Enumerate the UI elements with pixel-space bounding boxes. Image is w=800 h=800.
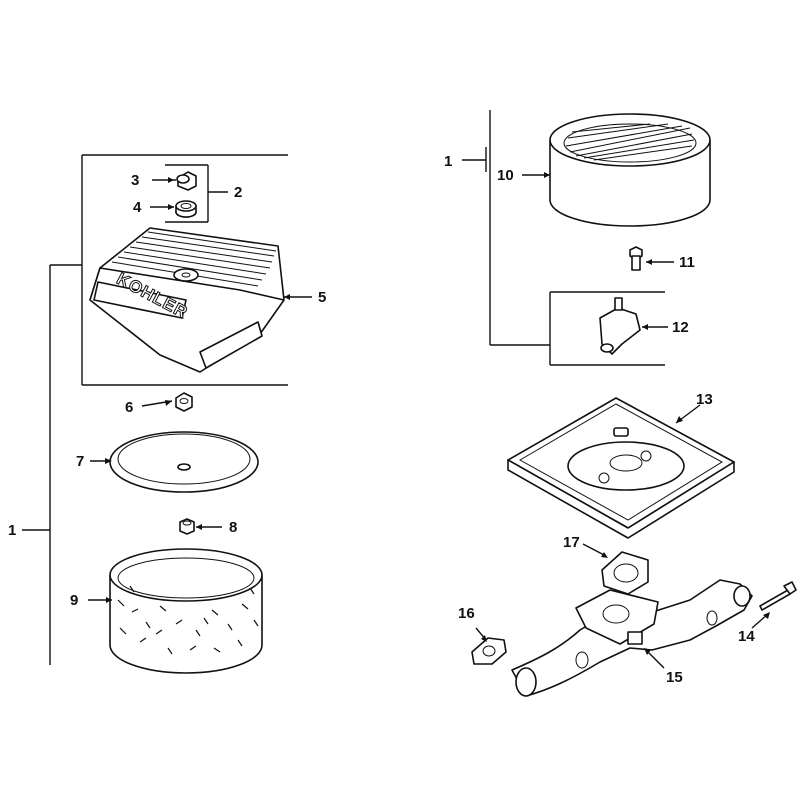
callout-6: 6 bbox=[125, 399, 133, 416]
part-7-cover-plate bbox=[90, 431, 259, 493]
callout-17: 17 bbox=[563, 534, 580, 551]
part-12-bracket bbox=[599, 297, 668, 355]
callout-12: 12 bbox=[672, 319, 689, 336]
part-15-intake-manifold bbox=[511, 579, 753, 697]
callout-13: 13 bbox=[696, 391, 713, 408]
left-assembly-bracket bbox=[22, 154, 288, 665]
callout-4: 4 bbox=[133, 199, 142, 216]
right-assembly-bracket bbox=[462, 110, 665, 366]
callout-2: 2 bbox=[234, 184, 242, 201]
callout-3: 3 bbox=[131, 172, 139, 189]
part-16-gasket bbox=[471, 627, 507, 665]
part-17-gasket bbox=[582, 543, 649, 595]
callout-1-right: 1 bbox=[444, 153, 452, 170]
callout-11: 11 bbox=[679, 254, 695, 271]
callout-15: 15 bbox=[666, 669, 683, 686]
callout-labels: 1 2 3 4 5 6 7 8 9 1 10 11 12 13 14 15 16… bbox=[8, 153, 755, 686]
part-5-air-cleaner-cover: KOHLER bbox=[89, 227, 312, 373]
part-3-elbow-fitting bbox=[152, 171, 197, 191]
callout-8: 8 bbox=[229, 519, 237, 536]
part-6-wing-nut bbox=[141, 392, 193, 412]
part-14-bolt bbox=[751, 581, 797, 629]
pleat-lines bbox=[565, 123, 695, 161]
callout-14: 14 bbox=[738, 628, 755, 645]
callout-16: 16 bbox=[458, 605, 475, 622]
callout-7: 7 bbox=[76, 453, 84, 470]
callout-1-left: 1 bbox=[8, 522, 16, 539]
part-11-bolt bbox=[629, 246, 674, 271]
cover-ribs bbox=[111, 231, 277, 287]
part-9-foam-precleaner bbox=[88, 548, 263, 674]
part-13-air-cleaner-base bbox=[507, 397, 735, 539]
callout-5: 5 bbox=[318, 289, 326, 306]
part-8-nut bbox=[179, 518, 222, 535]
sub-assembly-bracket-2 bbox=[165, 164, 228, 223]
callout-9: 9 bbox=[70, 592, 78, 609]
callout-10: 10 bbox=[497, 167, 514, 184]
part-10-air-filter-element bbox=[522, 113, 711, 227]
foam-texture bbox=[117, 585, 259, 655]
part-4-grommet bbox=[150, 200, 197, 218]
